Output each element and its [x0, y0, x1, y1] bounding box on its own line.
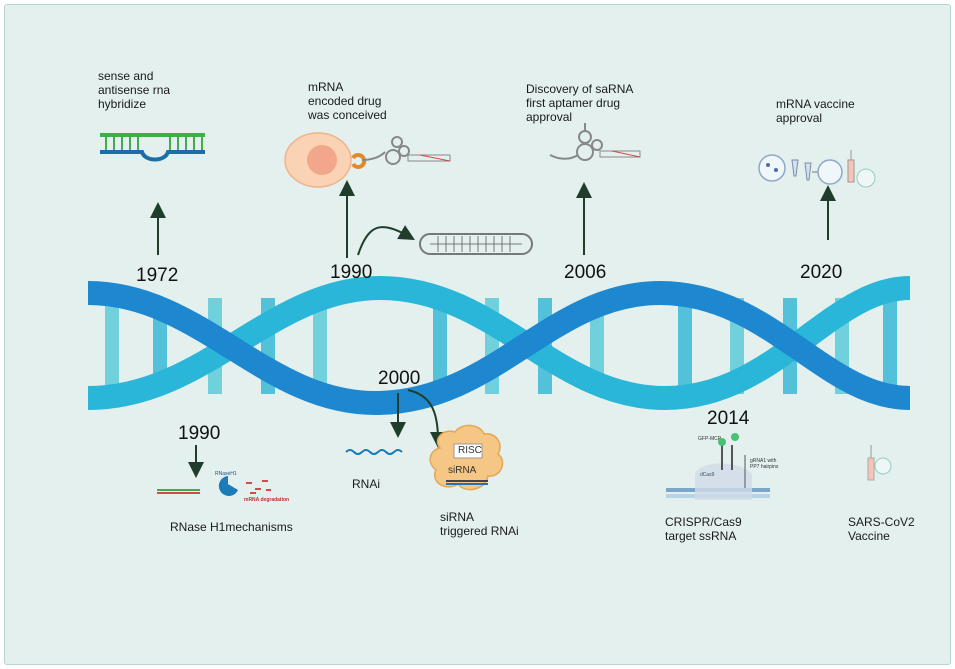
- helix-rung: [678, 298, 692, 394]
- year-2014: 2014: [707, 408, 750, 429]
- label-dcas9: dCas9: [700, 472, 715, 478]
- curved-arrow-1990: [357, 225, 415, 256]
- year-1990-top: 1990: [330, 262, 373, 283]
- aptamer-icon: [549, 123, 641, 161]
- cell-icon: [284, 132, 451, 188]
- year-1972: 1972: [136, 265, 179, 286]
- label-1972: sense and antisense rna hybridize: [98, 69, 171, 111]
- crispr-cas9-icon: [666, 433, 770, 500]
- label-sirna: siRNA triggered RNAi: [440, 510, 519, 538]
- curved-arrow-2000: [407, 389, 446, 448]
- helix-rung: [433, 298, 447, 394]
- label-grna: gRNA1 with PP7 hairpins: [750, 458, 779, 470]
- label-rnaseh1: RNaseH1: [215, 471, 237, 477]
- helix-rung: [105, 298, 119, 394]
- label-crispr: CRISPR/Cas9 target ssRNA: [665, 515, 742, 543]
- label-rnai: RNAi: [352, 477, 381, 491]
- label-2020: mRNA vaccine approval: [776, 97, 855, 125]
- rnase-h1-icon: [157, 476, 271, 496]
- label-sirna-in-risc: siRNA: [448, 465, 477, 476]
- hairpin-rna-icon: [419, 233, 533, 255]
- label-gfp-mcp: GFP-MCP: [698, 436, 722, 442]
- rnai-wave-icon: [345, 449, 403, 455]
- label-1990-top: mRNA encoded drug was conceived: [308, 80, 387, 122]
- year-2000: 2000: [378, 368, 421, 389]
- label-sars-cov2: SARS-CoV2 Vaccine: [848, 515, 915, 543]
- helix-strand-dark: [87, 280, 911, 416]
- helix-rung: [883, 298, 897, 394]
- syringe-icon: [867, 445, 892, 481]
- helix-rung: [313, 298, 327, 394]
- label-mrna-degradation: mRNA degradation: [244, 497, 290, 503]
- label-rnase-h1: RNase H1mechanisms: [170, 520, 293, 534]
- rna-hybrid-icon: [100, 133, 205, 162]
- label-2006: Discovery of saRNA first aptamer drug ap…: [526, 82, 634, 124]
- year-2006: 2006: [564, 262, 607, 283]
- label-risc: RISC: [458, 445, 482, 456]
- year-2020: 2020: [800, 262, 843, 283]
- vaccine-pipeline-icon: [758, 150, 876, 188]
- risc-complex-icon: [429, 424, 504, 491]
- pacman-icon: [218, 476, 238, 496]
- year-1990-bottom: 1990: [178, 423, 221, 444]
- dna-helix: [87, 275, 911, 416]
